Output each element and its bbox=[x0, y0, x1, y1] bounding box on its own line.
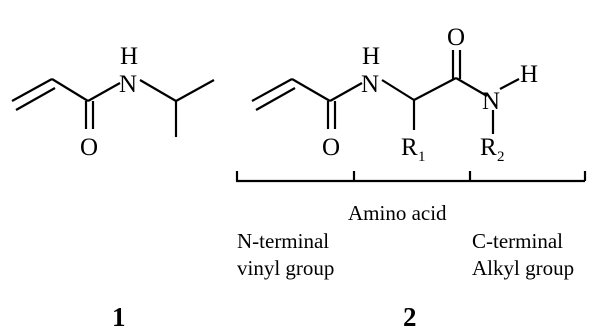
c2-r1-subscript: 1 bbox=[418, 149, 426, 165]
compound-2-number: 2 bbox=[403, 302, 417, 332]
compound-1-number: 1 bbox=[112, 302, 126, 332]
compound-1-structure: N H O bbox=[11, 43, 215, 161]
c2-oxygen-atom-vinyl: O bbox=[322, 134, 340, 161]
c2-n-calpha-bond bbox=[381, 79, 415, 101]
c1-oxygen-atom: O bbox=[80, 134, 98, 161]
c1-hydrogen-atom: H bbox=[120, 43, 138, 70]
c2-r1-group: R bbox=[401, 134, 418, 161]
c2-hydrogen-atom-n: H bbox=[362, 43, 380, 70]
c2-chain-bond bbox=[291, 78, 331, 102]
c1-isopropyl-bond-up bbox=[175, 79, 215, 102]
c1-nitrogen-atom: N bbox=[119, 71, 137, 98]
c2-r2-subscript: 2 bbox=[497, 149, 505, 165]
compound-2-structure: N H O O N H R 1 R 2 bbox=[251, 24, 538, 165]
c-terminal-label-line1: C-terminal bbox=[472, 229, 563, 253]
c2-nitrogen-atom-n: N bbox=[361, 71, 379, 98]
c2-oxygen-atom-amide: O bbox=[447, 24, 465, 51]
c2-vinyl-bond-a bbox=[251, 78, 293, 102]
c2-vinyl-bond-b bbox=[255, 87, 296, 111]
c2-amide1-bond bbox=[329, 82, 363, 102]
c-terminal-label-line2: Alkyl group bbox=[472, 256, 574, 280]
segment-bracket bbox=[235, 171, 587, 183]
c2-nitrogen-atom-c: N bbox=[482, 88, 500, 115]
c2-r2-group: R bbox=[480, 134, 497, 161]
n-terminal-label-line2: vinyl group bbox=[237, 256, 334, 280]
c1-amide-bond bbox=[87, 82, 121, 102]
c1-vinyl-bond-b bbox=[15, 87, 56, 111]
c2-calpha-carbonyl-bond bbox=[413, 77, 457, 101]
c1-n-isopropyl-bond bbox=[139, 79, 177, 102]
c1-chain-bond bbox=[51, 78, 89, 102]
c2-amide2-bond bbox=[455, 77, 488, 97]
c2-nh-bond bbox=[499, 78, 520, 90]
n-terminal-label-line1: N-terminal bbox=[237, 229, 329, 253]
amino-acid-label: Amino acid bbox=[348, 201, 447, 225]
c1-vinyl-bond-a bbox=[11, 78, 53, 102]
c2-hydrogen-atom-c: H bbox=[520, 61, 538, 88]
